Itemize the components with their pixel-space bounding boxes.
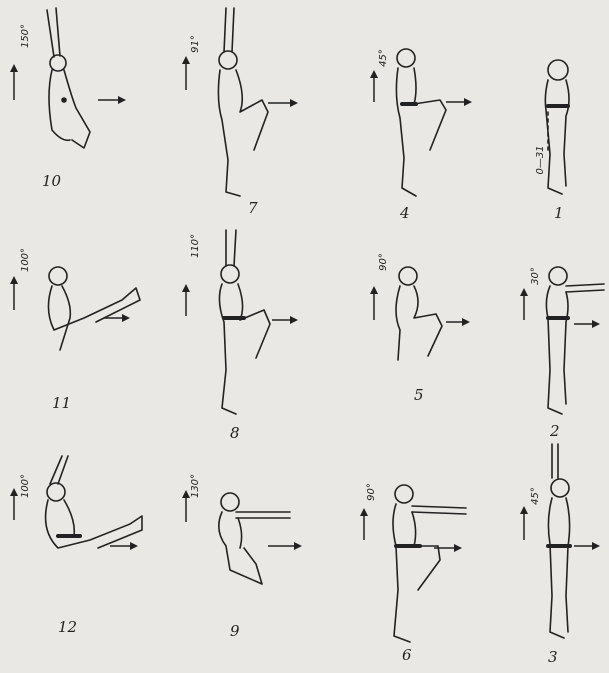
force-arrow-vertical <box>182 490 190 522</box>
figure-10: 150° 10 <box>10 8 126 190</box>
figure-5-number: 5 <box>414 386 424 404</box>
figure-1: 0—31 1 <box>535 60 569 222</box>
figure-2-body <box>546 267 604 414</box>
force-arrow-vertical <box>520 288 528 320</box>
force-arrow-horizontal <box>268 99 298 107</box>
force-arrow-vertical <box>520 506 528 540</box>
figure-6-number: 6 <box>402 646 412 664</box>
figure-12: 100° 12 <box>10 456 142 636</box>
force-arrow-vertical <box>10 488 18 520</box>
force-arrow-vertical <box>182 284 190 316</box>
figure-10-annotation: 150° <box>20 24 31 48</box>
figure-8-annotation: 110° <box>190 234 201 258</box>
force-arrow-horizontal <box>574 320 600 328</box>
figure-3: 45° 3 <box>520 444 600 666</box>
force-arrow-vertical <box>10 276 18 310</box>
figure-9-annotation: 130° <box>190 474 201 498</box>
force-arrow-horizontal <box>98 96 126 104</box>
figure-3-number: 3 <box>548 648 558 666</box>
figure-4: 45° 4 <box>370 49 472 222</box>
figure-8: 110° 8 <box>182 230 298 442</box>
figure-12-number: 12 <box>58 618 77 636</box>
figure-4-number: 4 <box>399 204 410 222</box>
figure-9: 130° 9 <box>182 474 302 640</box>
figure-3-body <box>548 444 570 638</box>
force-arrow-horizontal <box>446 318 470 326</box>
figure-9-number: 9 <box>230 622 240 640</box>
figure-4-body <box>396 49 446 196</box>
figure-11-body <box>48 267 140 350</box>
figure-7-number: 7 <box>248 199 258 217</box>
figure-9-body <box>219 493 290 584</box>
force-arrow-horizontal <box>272 316 298 324</box>
force-arrow-horizontal <box>446 98 472 106</box>
figure-6: 90° 6 <box>360 483 466 664</box>
figure-11: 100° 11 <box>10 248 140 412</box>
figure-11-number: 11 <box>52 394 71 412</box>
figure-5-body <box>396 267 442 360</box>
force-arrow-vertical <box>370 286 378 320</box>
figure-3-annotation: 45° <box>530 487 541 505</box>
figure-7-annotation: 91° <box>190 35 201 53</box>
figure-6-body <box>393 485 466 642</box>
force-arrow-horizontal <box>268 542 302 550</box>
figure-1-annotation: 0—31 <box>535 145 546 174</box>
force-arrow-vertical <box>10 64 18 100</box>
figure-8-body <box>219 230 270 414</box>
force-arrow-horizontal <box>574 542 600 550</box>
figure-7-body <box>218 8 268 196</box>
figure-8-number: 8 <box>230 424 240 442</box>
figure-2: 30° 2 <box>520 267 604 440</box>
force-arrow-vertical <box>370 70 378 102</box>
figure-10-body <box>47 8 90 148</box>
figure-4-annotation: 45° <box>378 49 389 67</box>
figure-5-annotation: 90° <box>378 253 389 271</box>
force-arrow-vertical <box>360 508 368 540</box>
force-arrow-horizontal <box>110 542 138 550</box>
figure-1-number: 1 <box>554 204 564 222</box>
figure-2-annotation: 30° <box>530 267 541 285</box>
figure-12-body <box>46 456 142 548</box>
figure-10-number: 10 <box>42 172 62 190</box>
figure-5: 90° 5 <box>370 253 470 404</box>
figure-2-number: 2 <box>549 422 560 440</box>
figure-11-annotation: 100° <box>20 248 31 272</box>
figure-1-body <box>545 60 569 194</box>
figure-6-annotation: 90° <box>366 483 377 501</box>
force-arrow-vertical <box>182 56 190 90</box>
figure-12-annotation: 100° <box>20 474 31 498</box>
figure-7: 91° 7 <box>182 8 298 217</box>
